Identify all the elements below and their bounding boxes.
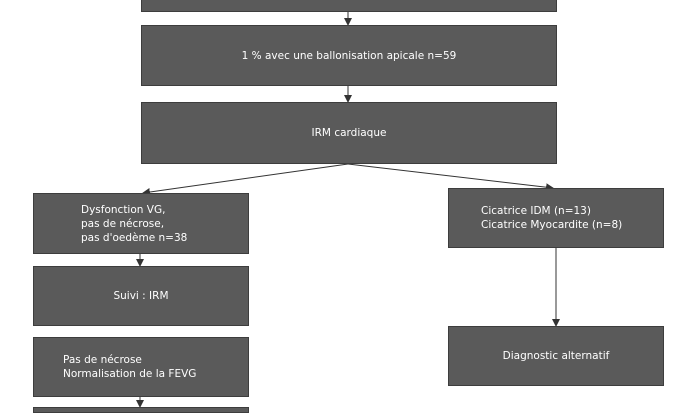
node-dysfonction-vg: Dysfonction VG, pas de nécrose, pas d'oe… [33, 193, 249, 254]
node-necrose-line-2: Normalisation de la FEVG [63, 368, 197, 380]
node-bottom-partial [33, 407, 249, 413]
node-pas-de-necrose: Pas de nécrose Normalisation de la FEVG [33, 337, 249, 397]
node-necrose-line-1: Pas de nécrose [63, 354, 142, 366]
node-suivi-irm: Suivi : IRM [33, 266, 249, 326]
arrow-irm-to-dysfonction [142, 163, 349, 196]
node-apical-ballooning: 1 % avec une ballonisation apicale n=59 [141, 25, 557, 86]
node-cicatrice-line-1: Cicatrice IDM (n=13) [481, 205, 591, 217]
node-cicatrice: Cicatrice IDM (n=13) Cicatrice Myocardit… [448, 188, 664, 248]
node-dysfonction-line-2: pas de nécrose, [81, 217, 165, 230]
node-apical-text: 1 % avec une ballonisation apicale n=59 [241, 49, 457, 62]
node-dysfonction-line-3: pas d'oedème n=38 [81, 231, 188, 244]
node-irm-text: IRM cardiaque [311, 127, 387, 139]
node-suivi-text: Suivi : IRM [113, 290, 169, 302]
node-diagnostic-alternatif: Diagnostic alternatif [448, 326, 664, 386]
arrow-irm-to-cicatrice [347, 163, 554, 192]
node-cicatrice-line-2: Cicatrice Myocardite (n=8) [481, 219, 623, 231]
node-irm-cardiaque: IRM cardiaque [141, 102, 557, 164]
node-top-partial [141, 0, 557, 12]
node-diagnostic-text: Diagnostic alternatif [502, 350, 610, 362]
node-dysfonction-line-1: Dysfonction VG, [81, 203, 166, 216]
